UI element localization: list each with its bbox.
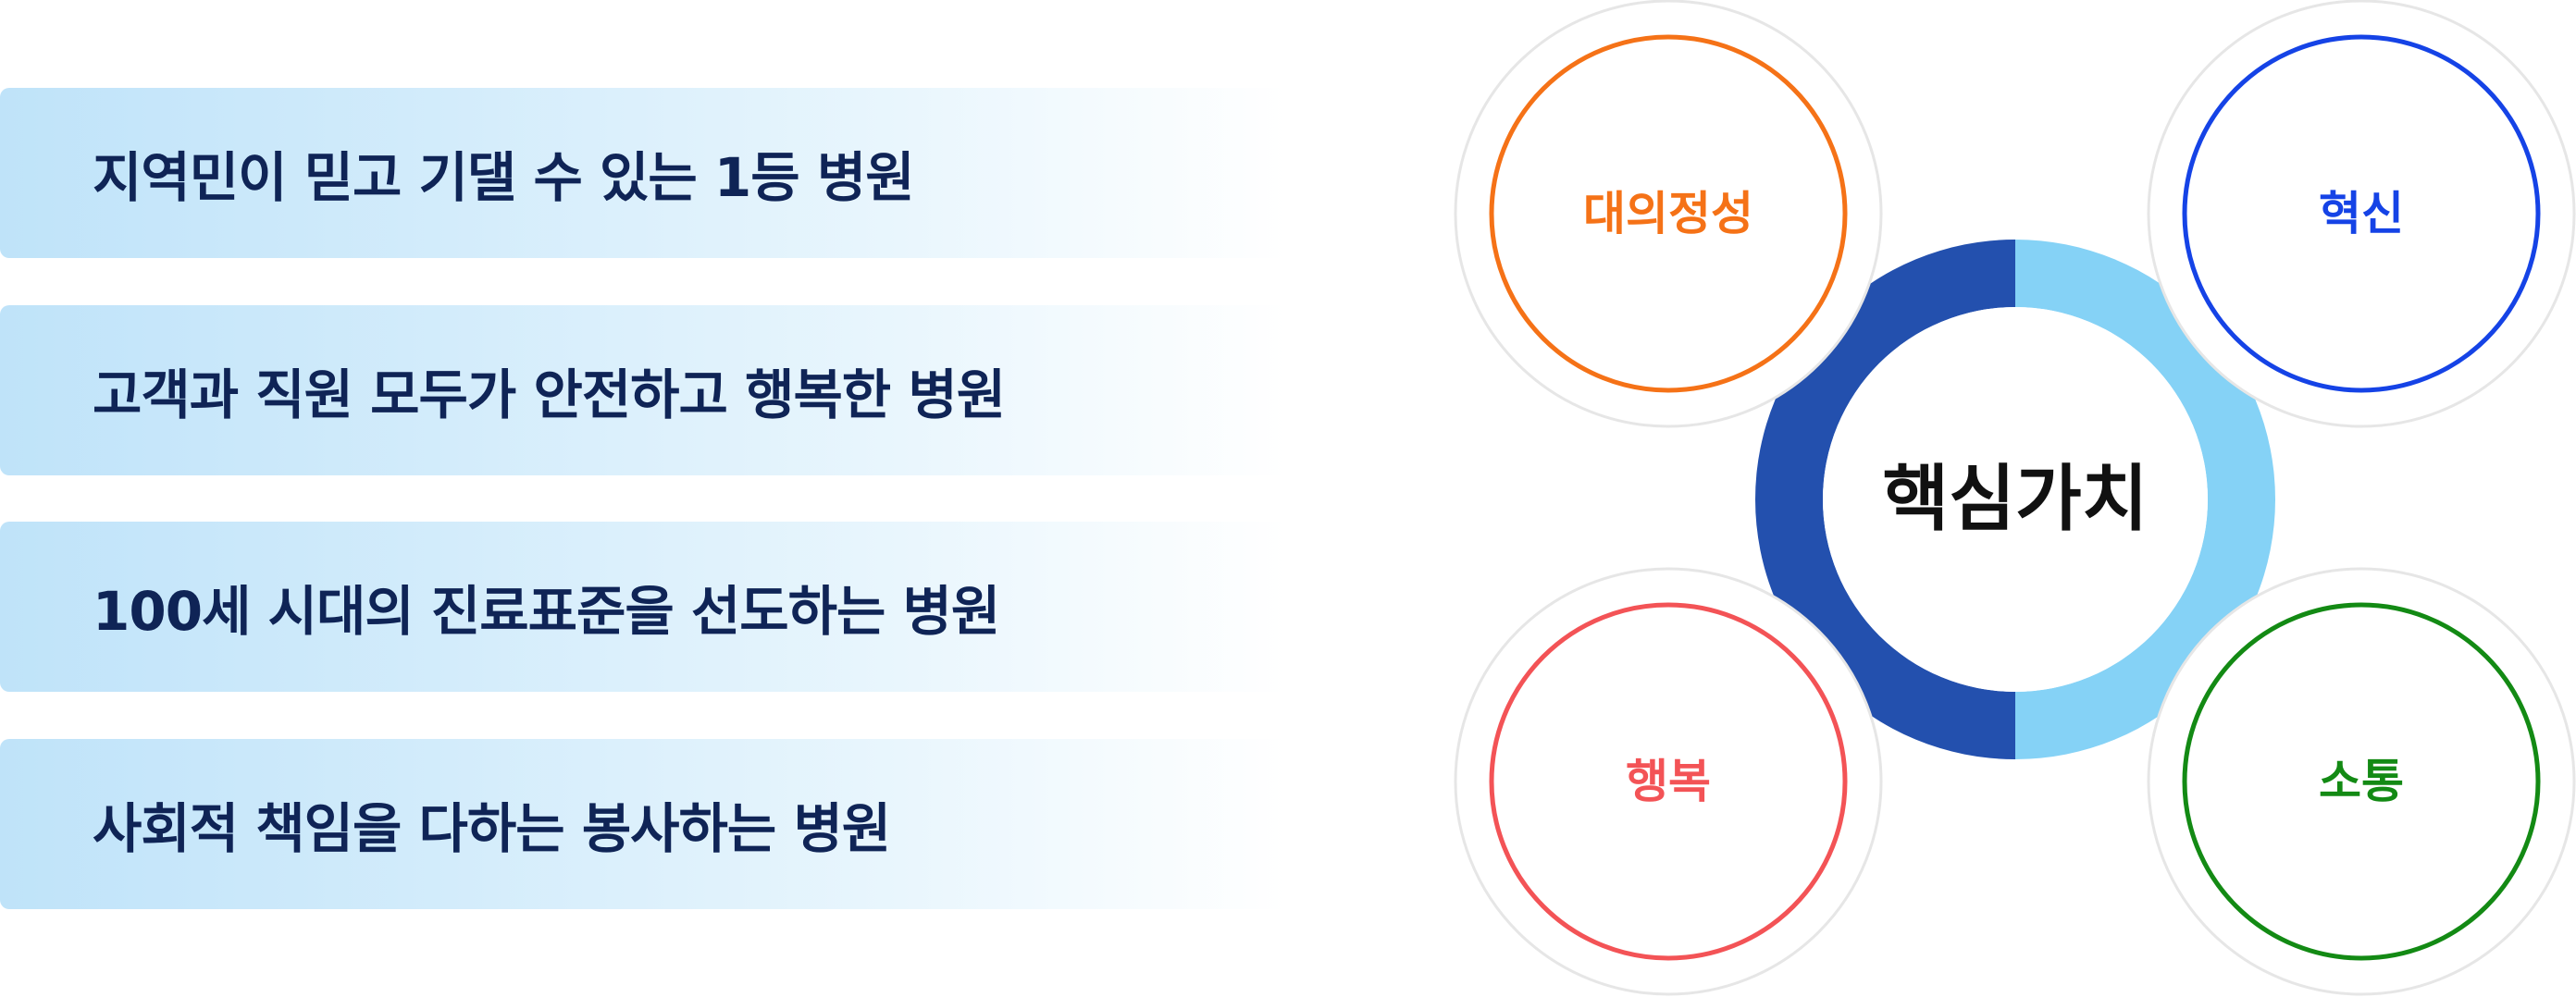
vision-item-3: 100세 시대의 진료표준을 선도하는 병원 [0,522,1286,692]
vision-item-4: 사회적 책임을 다하는 봉사하는 병원 [0,739,1286,909]
vision-item-text: 100세 시대의 진료표준을 선도하는 병원 [93,580,1000,643]
core-ring-left-segment [1755,240,2015,759]
core-ring-right-segment [2015,240,2275,759]
value-circle-sotong: 소통 [2147,567,2576,996]
value-label: 혁신 [2319,187,2404,240]
vision-item-text: 지역민이 믿고 기댈 수 있는 1등 병원 [93,146,915,209]
value-circle-daeuijeongseong: 대의정성 [1454,0,1883,428]
value-label: 소통 [2319,755,2404,808]
core-center-disc [1823,307,2208,692]
vision-item-2: 고객과 직원 모두가 안전하고 행복한 병원 [0,305,1286,475]
vision-item-1: 지역민이 믿고 기댈 수 있는 1등 병원 [0,88,1286,258]
vision-item-text: 사회적 책임을 다하는 봉사하는 병원 [93,797,891,860]
vision-item-text: 고객과 직원 모두가 안전하고 행복한 병원 [93,363,1006,426]
value-label: 대의정성 [1583,187,1753,240]
value-label: 행복 [1626,755,1711,808]
core-title: 핵심가치 [1882,458,2148,541]
value-circle-haengbok: 행복 [1454,567,1883,996]
value-circle-hyeoksin: 혁신 [2147,0,2576,428]
